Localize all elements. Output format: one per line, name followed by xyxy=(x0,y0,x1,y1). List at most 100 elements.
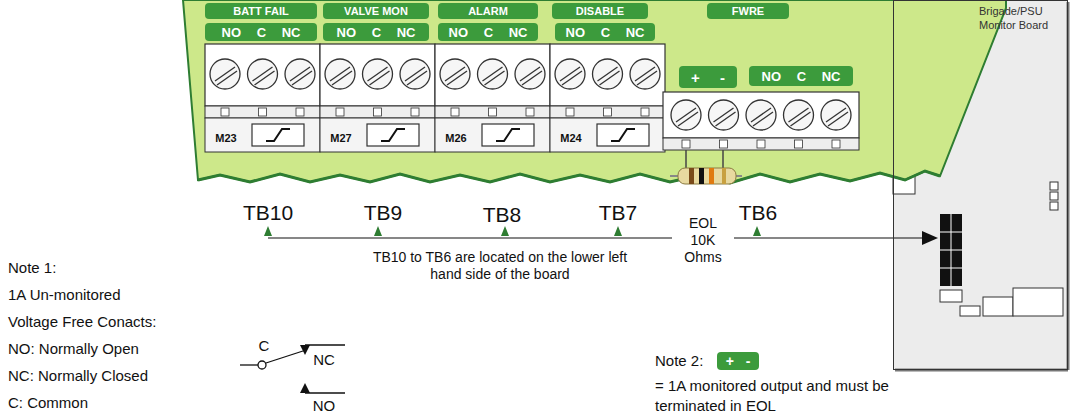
screw xyxy=(285,59,315,89)
screw-slot xyxy=(600,71,620,85)
tag-text: NO C NC xyxy=(566,25,645,40)
terminal-tab xyxy=(641,108,649,116)
tag-text: VALVE MON xyxy=(344,5,408,17)
note-text: NC: Normally Closed xyxy=(8,367,148,385)
screw xyxy=(671,100,701,130)
tag-text: NO C NC xyxy=(337,25,416,40)
note-text: Voltage Free Conacts: xyxy=(8,313,156,331)
monitor-board: Brigade/PSU Monitor Board xyxy=(893,0,1068,370)
terminal-tab xyxy=(336,108,344,116)
terminal-tag: VALVE MON xyxy=(323,3,429,19)
link-symbol xyxy=(381,129,405,141)
screw-slot xyxy=(255,71,275,85)
tag-text: NO C NC xyxy=(762,69,841,84)
note-text: C: Common xyxy=(8,394,88,412)
terminal-tab xyxy=(757,140,765,148)
screw-slot xyxy=(292,71,312,85)
terminal-tab xyxy=(795,140,803,148)
terminal-tab xyxy=(411,108,419,116)
contact-name: NO xyxy=(313,397,336,415)
screw xyxy=(440,59,470,89)
screw-slot xyxy=(332,71,352,85)
link-symbol xyxy=(266,129,290,141)
tag-text: DISABLE xyxy=(576,5,624,17)
screw xyxy=(821,100,851,130)
screw-slot xyxy=(485,71,505,85)
board-title: Brigade/PSU Monitor Board xyxy=(979,5,1061,33)
link-jumper xyxy=(367,124,419,146)
terminal-tag: BATT FAIL xyxy=(205,3,317,19)
link-symbol xyxy=(496,129,520,141)
contact-symbol xyxy=(240,345,345,393)
terminal-name: TB8 xyxy=(483,202,522,227)
screw-slot xyxy=(678,112,698,126)
terminal-strip xyxy=(435,106,550,118)
board-edge xyxy=(198,171,940,183)
terminal-name: TB6 xyxy=(739,200,778,225)
terminal-tab xyxy=(259,108,267,116)
link-jumper xyxy=(597,124,649,146)
terminal-strip xyxy=(550,106,665,118)
screw xyxy=(400,59,430,89)
link-name: M23 xyxy=(215,132,236,145)
link-jumper xyxy=(482,124,534,146)
screw-slot xyxy=(370,71,390,85)
link-symbol xyxy=(611,129,635,141)
tag-text: + - xyxy=(726,353,751,369)
screw xyxy=(515,59,545,89)
terminal-block xyxy=(435,44,550,106)
terminal-tab xyxy=(296,108,304,116)
pcb-board xyxy=(183,0,1006,183)
terminal-tab xyxy=(566,108,574,116)
link-name: M24 xyxy=(560,132,581,145)
screw xyxy=(210,59,240,89)
note-heading: Note 1: xyxy=(8,259,56,277)
terminal-tab xyxy=(832,140,840,148)
note-text: NO: Normally Open xyxy=(8,340,139,358)
leader-line xyxy=(264,226,938,245)
link-name: M26 xyxy=(445,132,466,145)
note-text: = 1A monitored output and must be termin… xyxy=(655,376,895,416)
terminal-tab xyxy=(526,108,534,116)
terminal-tab xyxy=(451,108,459,116)
terminal-block xyxy=(205,44,320,106)
terminal-name: TB7 xyxy=(599,200,638,225)
contact-tag: NO C NC xyxy=(205,23,317,41)
contact-tag: NO C NC xyxy=(438,23,538,41)
note-text: 1A Un-monitored xyxy=(8,286,121,304)
contact-name: C xyxy=(259,337,270,355)
tag-text: NO C NC xyxy=(449,25,528,40)
screw xyxy=(555,59,585,89)
screw-slot xyxy=(217,71,237,85)
terminal-tab xyxy=(720,140,728,148)
screw-slot xyxy=(407,71,427,85)
link-area xyxy=(205,118,320,152)
terminal-tag: DISABLE xyxy=(552,3,648,19)
screw xyxy=(325,59,355,89)
link-area xyxy=(550,118,665,152)
tag-text: BATT FAIL xyxy=(233,5,288,17)
screw-slot xyxy=(562,71,582,85)
screw-slot xyxy=(828,112,848,126)
screw xyxy=(784,100,814,130)
link-area xyxy=(435,118,550,152)
screw xyxy=(746,100,776,130)
tag-text: ALARM xyxy=(468,5,508,17)
note-heading: Note 2: xyxy=(655,352,703,370)
link-name: M27 xyxy=(330,132,351,145)
screw xyxy=(709,100,739,130)
screw-slot xyxy=(637,71,657,85)
contact-name: NC xyxy=(313,351,335,369)
screw xyxy=(630,59,660,89)
contact-tag: NO C NC xyxy=(749,66,853,86)
screw-slot xyxy=(522,71,542,85)
screw xyxy=(478,59,508,89)
screw xyxy=(248,59,278,89)
terminal-blocks xyxy=(205,44,859,152)
screw-slot xyxy=(753,112,773,126)
terminal-strip xyxy=(205,106,320,118)
contact-tag: NO C NC xyxy=(555,23,655,41)
resistor-value: EOL 10K Ohms xyxy=(675,215,731,266)
tag-text: + - xyxy=(691,69,725,86)
